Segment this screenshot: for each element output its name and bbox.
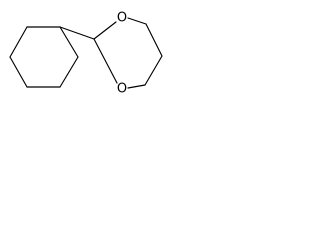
bond-dioxane-o3-c2	[93, 38, 118, 84]
bond-dioxane-c6-c5	[145, 23, 163, 57]
bond-cyclohexane-6	[9, 56, 28, 88]
bond-cyclohexane-1	[9, 26, 28, 58]
bond-dioxane-c2-o1	[93, 21, 117, 40]
oxygen-atom-lower: O	[117, 82, 127, 97]
cyclohexane-ring	[9, 26, 79, 88]
bond-cyclohexane-3	[59, 26, 79, 58]
bond-dioxane-o1-c6	[127, 17, 147, 25]
oxygen-atom-upper: O	[117, 11, 127, 26]
bond-cyclohexane-4	[59, 56, 79, 88]
bond-dioxane-c5-c4	[144, 55, 163, 86]
bond-dioxane-c4-o3	[127, 84, 146, 89]
bond-ring-link	[59, 26, 95, 40]
cyclohexyl-dioxane-structure: O O	[9, 11, 163, 97]
dioxane-ring	[93, 17, 163, 89]
